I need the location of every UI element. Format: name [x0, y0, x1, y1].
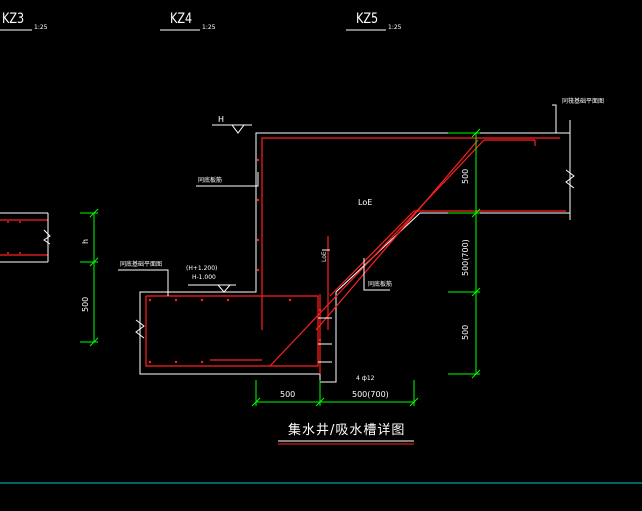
- left-partial-detail: [0, 212, 51, 263]
- right-dim-500-bottom: 500: [461, 324, 470, 340]
- kz4-scale: 1:25: [202, 24, 216, 31]
- left-dimension-chain: [80, 208, 99, 347]
- corner-stirrups: [318, 317, 332, 363]
- kz4-mark: KZ4: [170, 11, 193, 27]
- drawing-title: 集水井/吸水槽详图: [288, 423, 406, 438]
- kz3-mark: KZ3: [2, 11, 25, 27]
- level-top-label: H: [218, 115, 225, 124]
- anchor-length-label: LoE: [358, 198, 373, 207]
- leader-lines: [118, 104, 557, 296]
- concrete-outline: [135, 120, 575, 383]
- level-bottom-label-a: (H+1.200): [186, 265, 218, 272]
- level-symbol-top: [212, 124, 252, 134]
- kz5-mark: KZ5: [356, 11, 379, 27]
- rebar-dots: [148, 158, 322, 364]
- rebar-lines: [145, 137, 566, 374]
- right-dim-500-top: 500: [461, 168, 470, 184]
- bottom-dim-500-700: 500(700): [352, 390, 389, 399]
- kz5-scale: 1:25: [388, 24, 402, 31]
- note-right-top: 同筏基础平面图: [562, 98, 605, 105]
- left-dim-500: 500: [81, 296, 90, 312]
- bottom-dimension-chain: [251, 380, 419, 407]
- left-dim-h: h: [81, 238, 90, 244]
- level-bottom-label-b: H-1.000: [192, 274, 216, 281]
- bottom-dim-500: 500: [280, 390, 296, 399]
- note-right-mid: 同底板筋: [368, 281, 393, 288]
- anchor-length-label-vertical: LoE: [321, 251, 328, 262]
- kz3-scale: 1:25: [34, 24, 48, 31]
- bar-callout: 4 ф12: [356, 375, 375, 382]
- right-dim-500-700: 500(700): [461, 239, 470, 276]
- note-left-top: 同底板筋: [198, 177, 223, 184]
- note-left-mid: 同底基础平面图: [120, 261, 163, 268]
- right-dimension-chain: [448, 128, 481, 379]
- level-symbol-bottom: [188, 284, 236, 293]
